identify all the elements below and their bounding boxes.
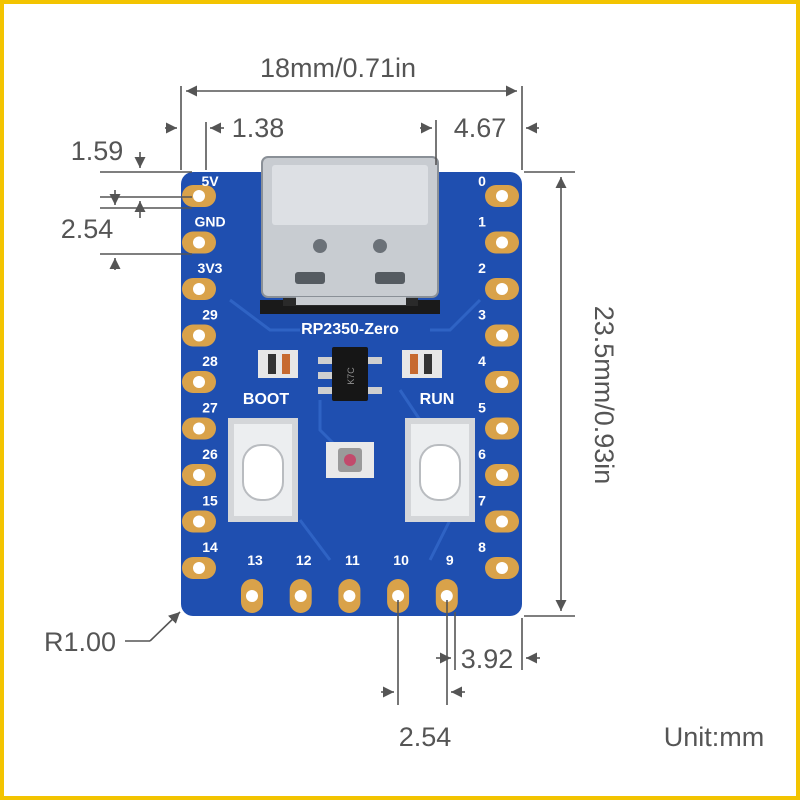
pin-label: 26 [202,446,218,462]
right-pad [485,324,519,347]
pin-label: GND [194,214,225,230]
dimension-lines [100,85,575,705]
pin-label: 3V3 [198,260,223,276]
pin-label: 5 [478,400,486,416]
left-inset-label: 1.38 [232,113,285,143]
run-button [405,418,475,522]
pin-label: 5V [201,173,219,189]
pin-label: 27 [202,400,218,416]
width-dimension-label: 18mm/0.71in [260,53,416,83]
corner-radius-label: R1.00 [44,627,116,657]
left-pad [182,371,216,393]
left-pad [182,185,216,207]
bottom-pitch-label: 2.54 [399,722,452,752]
pin-label: 15 [202,493,218,509]
pin-label: 0 [478,173,486,189]
left-pad [182,417,216,440]
pin-label: 7 [478,493,486,509]
left-pad [182,557,216,579]
pin-label: 3 [478,307,486,323]
right-pad [485,510,519,533]
bottom-pad [289,579,312,613]
height-dimension-label: 23.5mm/0.93in [589,306,619,485]
pin-label: 9 [446,552,454,568]
left-pad [182,231,216,254]
pin-label: 28 [202,353,218,369]
rgb-led-icon [326,442,374,478]
bottom-pad [387,579,410,613]
bottom-offset-label: 3.92 [461,644,514,674]
pin-label: 10 [393,552,409,568]
left-pad [182,278,216,300]
right-pad-column [485,185,519,579]
right-pad [485,371,519,393]
right-pad [485,185,519,207]
boot-button [228,418,298,522]
bottom-pad [338,579,361,613]
pin-label: 13 [247,552,263,568]
left-pad [182,324,216,347]
pin-label: 29 [202,307,218,323]
bottom-pad [435,579,458,613]
left-pad-column [182,185,216,579]
pin-label: 11 [345,552,360,568]
right-pad [485,557,519,579]
left-pad [182,510,216,533]
top-offset-label: 1.59 [71,136,124,166]
smd-components [258,350,442,378]
run-label: RUN [420,391,455,408]
pin-label: 2 [478,260,486,276]
chip-marking: K7C [346,367,356,385]
pin-label: 1 [478,214,486,230]
left-pitch-label: 2.54 [61,214,114,244]
pin-label: 8 [478,539,486,555]
right-pad [485,417,519,440]
right-pad [485,464,519,486]
usb-c-connector-icon [260,156,440,314]
right-pad [485,231,519,254]
bottom-pad-row [241,579,458,613]
regulator-chip: K7C [318,347,382,401]
pin-label: 4 [478,353,486,369]
boot-label: BOOT [243,391,289,408]
pin-label: 14 [202,539,218,555]
bottom-pad [241,579,263,613]
pin-label: 6 [478,446,486,462]
unit-label: Unit:mm [664,722,765,752]
pin-label: 12 [296,552,312,568]
right-pad [485,278,519,300]
right-inset-label: 4.67 [454,113,507,143]
left-pad [182,464,216,486]
board-name: RP2350-Zero [301,321,399,338]
